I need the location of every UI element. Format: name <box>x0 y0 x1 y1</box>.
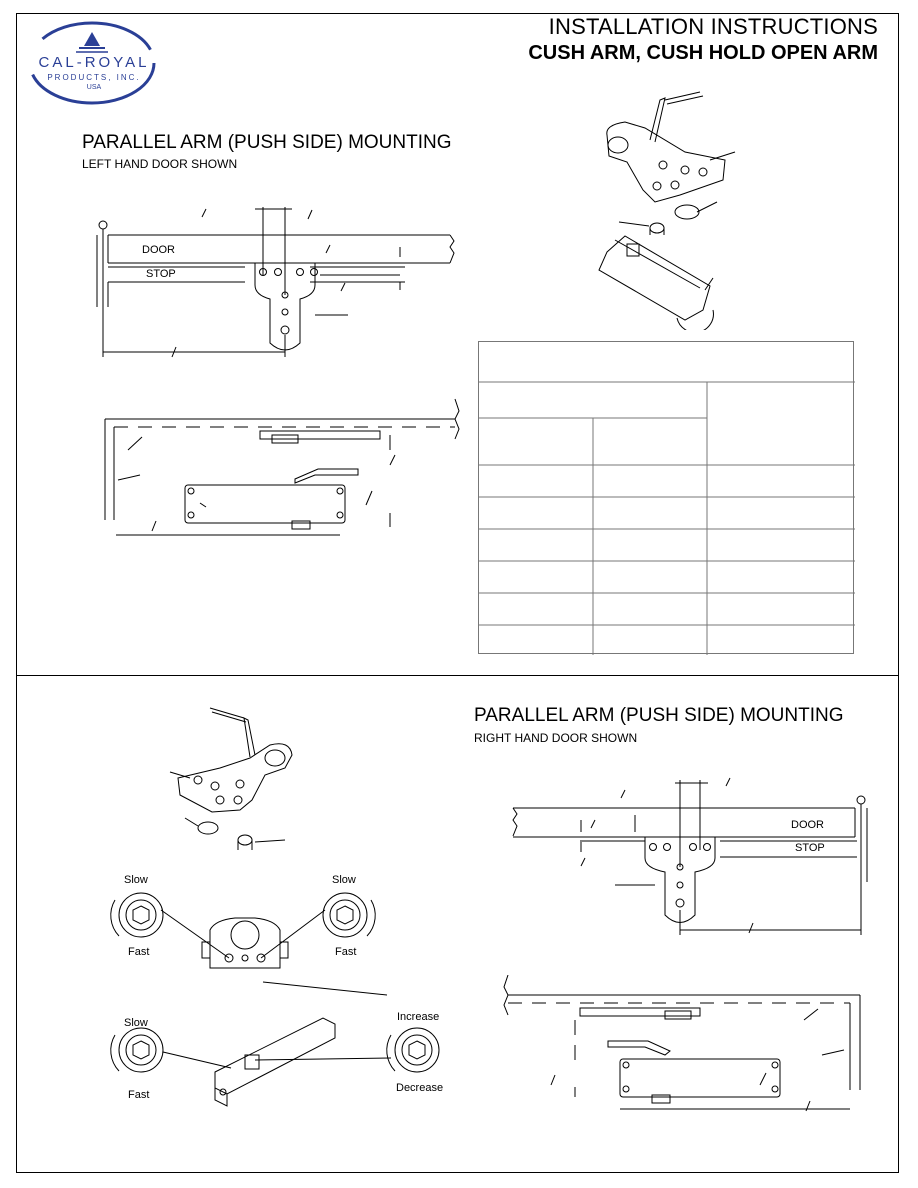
valve-decrease-label: Decrease <box>396 1082 443 1094</box>
left-door-label: DOOR <box>142 244 175 256</box>
section-divider <box>16 675 899 676</box>
spec-table-grid <box>479 381 855 655</box>
logo-wordmark: CAL-ROYAL <box>38 54 150 71</box>
valve-fast-label-1: Fast <box>128 946 149 958</box>
left-closer-elevation-diagram <box>104 398 460 536</box>
arm-assembly-exploded-diagram <box>598 91 736 330</box>
document-subtitle: CUSH ARM, CUSH HOLD OPEN ARM <box>528 42 878 64</box>
valve-increase-label: Increase <box>397 1011 439 1023</box>
right-stop-label: STOP <box>795 842 825 854</box>
page-frame <box>16 13 899 1173</box>
company-logo: CAL-ROYAL PRODUCTS, INC. USA <box>24 18 164 108</box>
left-stop-label: STOP <box>146 268 176 280</box>
valve-fast-label-2: Fast <box>335 946 356 958</box>
valve-adjustment-diagram: Slow Fast Slow Fast <box>110 874 388 996</box>
arm-assembly-right-diagram <box>169 707 293 850</box>
document-title: INSTALLATION INSTRUCTIONS <box>548 14 878 39</box>
right-closer-elevation-diagram <box>503 975 861 1112</box>
right-section-title: PARALLEL ARM (PUSH SIDE) MOUNTING <box>474 705 844 726</box>
valve-slow-label-2: Slow <box>332 874 356 886</box>
left-door-plan-diagram: DOOR STOP <box>96 207 455 358</box>
valve-slow-label-1: Slow <box>124 874 148 886</box>
closer-body-valve-diagram: Slow Fast Increase Decrease <box>110 1011 443 1107</box>
left-section-title: PARALLEL ARM (PUSH SIDE) MOUNTING <box>82 132 452 153</box>
left-section-subtitle: LEFT HAND DOOR SHOWN <box>82 157 238 171</box>
right-section-subtitle: RIGHT HAND DOOR SHOWN <box>474 731 638 745</box>
right-door-label: DOOR <box>791 819 824 831</box>
logo-country: USA <box>86 84 102 91</box>
valve-slow-label-3: Slow <box>124 1017 148 1029</box>
spec-table <box>478 341 855 655</box>
logo-subtext: PRODUCTS, INC. <box>47 73 141 82</box>
valve-fast-label-3: Fast <box>128 1089 149 1101</box>
right-door-plan-diagram: DOOR STOP <box>512 777 868 935</box>
